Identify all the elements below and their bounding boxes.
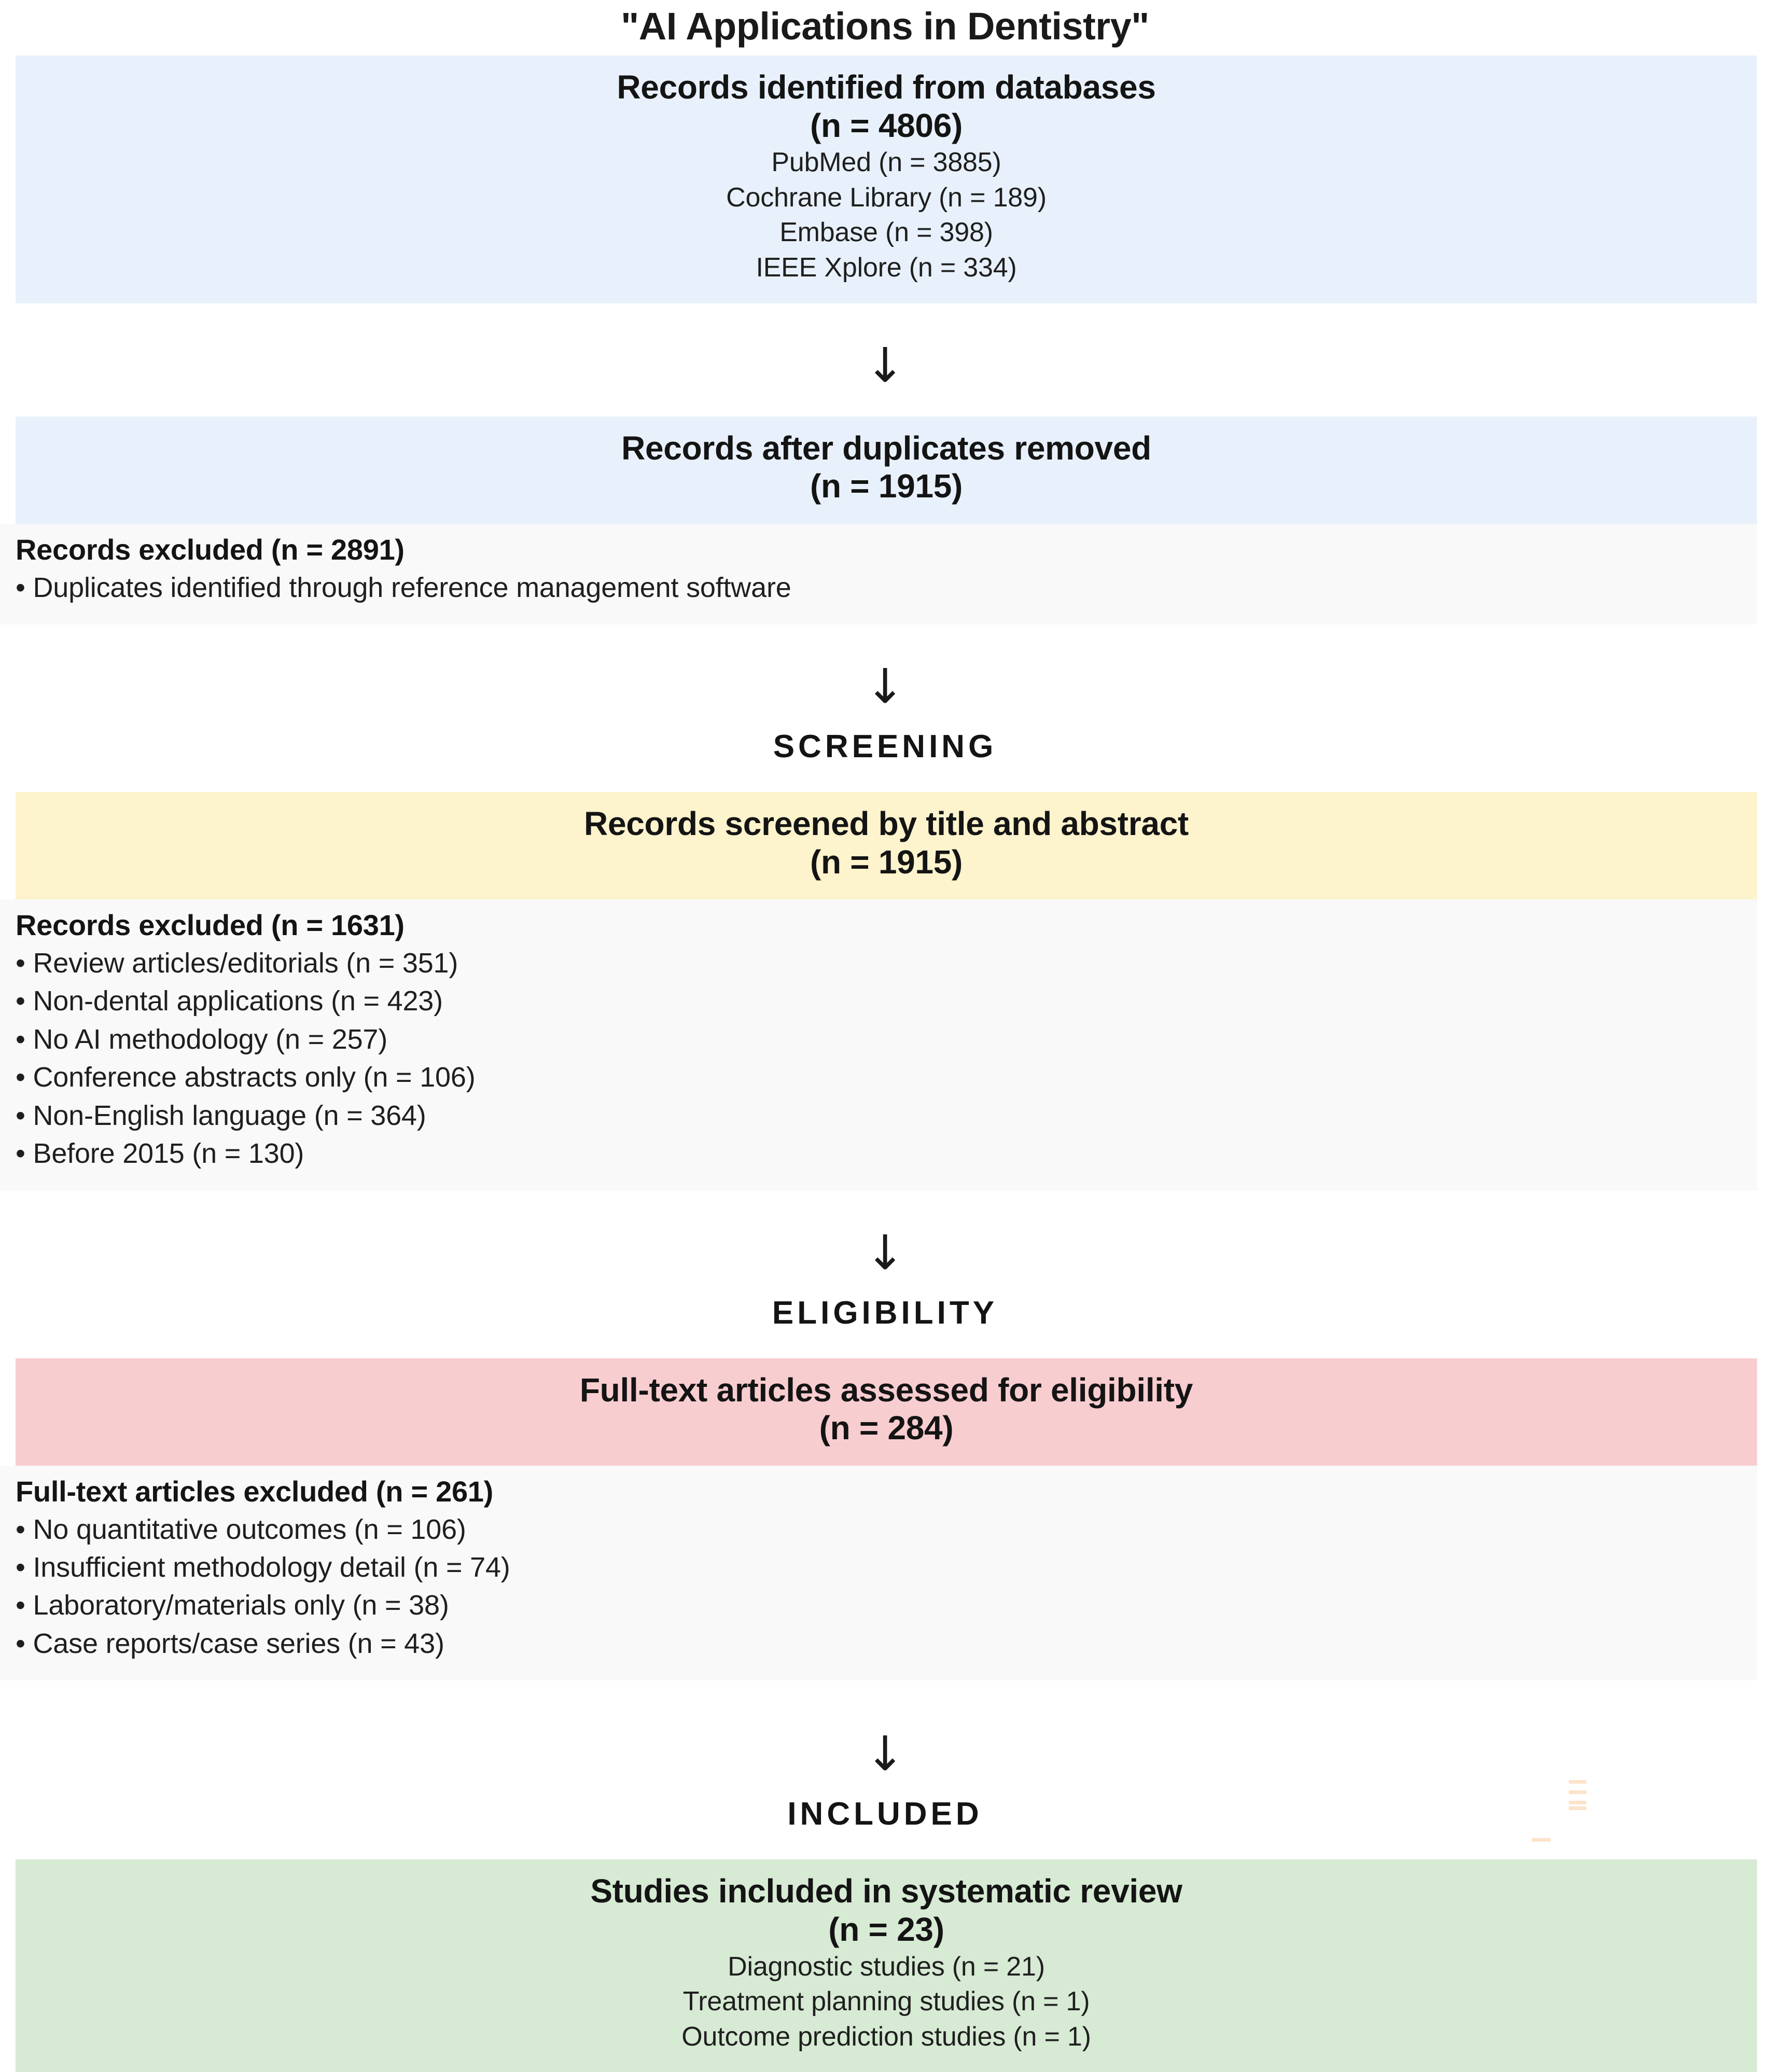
duplicates-excluded-title: Records excluded (n = 2891)	[16, 533, 405, 566]
included-count: (n = 23)	[828, 1911, 944, 1948]
screening-excluded-title: Records excluded (n = 1631)	[16, 909, 405, 942]
duplicates-removed-box: Records after duplicates removed (n = 19…	[16, 416, 1757, 524]
arrow-to-screening: ↓	[0, 658, 1770, 714]
screening-excluded-item: • Before 2015 (n = 130)	[16, 1138, 304, 1170]
source-ieee: IEEE Xplore (n = 334)	[756, 252, 1017, 283]
screening-excluded-item: • Non-dental applications (n = 423)	[16, 985, 443, 1017]
arrow-down-icon: ↓	[865, 1726, 905, 1782]
included-treatment-planning: Treatment planning studies (n = 1)	[682, 1986, 1090, 2017]
stage-label-included: INCLUDED	[787, 1796, 983, 1832]
included-heading: Studies included in systematic review	[590, 1872, 1182, 1910]
included-box: Studies included in systematic review (n…	[16, 1859, 1757, 2072]
arrow-down-icon: ↓	[865, 1225, 905, 1281]
eligibility-excluded-item: • No quantitative outcomes (n = 106)	[16, 1513, 466, 1545]
included-diagnostic: Diagnostic studies (n = 21)	[728, 1951, 1045, 1982]
screening-excluded-band: Records excluded (n = 1631) • Review art…	[0, 899, 1757, 1191]
eligibility-excluded-item: • Insufficient methodology detail (n = 7…	[16, 1552, 510, 1583]
arrow-down-icon: ↓	[865, 658, 905, 714]
arrow-down-icon: ↓	[865, 337, 905, 393]
arrow-to-included: ↓	[0, 1730, 1770, 1778]
duplicates-heading: Records after duplicates removed	[621, 429, 1151, 467]
duplicates-excluded-band: Records excluded (n = 2891) • Duplicates…	[0, 523, 1757, 624]
eligibility-excluded-title: Full-text articles excluded (n = 261)	[16, 1475, 493, 1508]
source-pubmed: PubMed (n = 3885)	[771, 147, 1001, 178]
stage-label-screening: SCREENING	[773, 728, 997, 764]
duplicates-excluded-item: • Duplicates identified through referenc…	[16, 572, 791, 603]
page-title: "AI Applications in Dentistry"	[621, 5, 1149, 48]
arrow-identification-to-duplicates: ↓	[0, 337, 1770, 393]
eligibility-heading: Full-text articles assessed for eligibil…	[579, 1371, 1193, 1409]
eligibility-excluded-item: • Case reports/case series (n = 43)	[16, 1628, 444, 1659]
screening-excluded-item: • Non-English language (n = 364)	[16, 1100, 426, 1131]
identification-heading: Records identified from databases	[617, 68, 1156, 106]
eligibility-excluded-item: • Laboratory/materials only (n = 38)	[16, 1590, 449, 1621]
screening-excluded-item: • No AI methodology (n = 257)	[16, 1023, 388, 1055]
identification-box: Records identified from databases (n = 4…	[16, 55, 1757, 303]
arrow-to-eligibility: ↓	[0, 1229, 1770, 1277]
eligibility-box: Full-text articles assessed for eligibil…	[16, 1358, 1757, 1466]
screening-count: (n = 1915)	[810, 843, 963, 881]
eligibility-excluded-band: Full-text articles excluded (n = 261) • …	[0, 1465, 1757, 1681]
duplicates-count: (n = 1915)	[810, 467, 963, 505]
screening-box: Records screened by title and abstract (…	[16, 791, 1757, 900]
screening-excluded-item: • Conference abstracts only (n = 106)	[16, 1062, 476, 1093]
stage-label-eligibility: ELIGIBILITY	[772, 1295, 998, 1331]
eligibility-count: (n = 284)	[819, 1409, 954, 1447]
source-embase: Embase (n = 398)	[779, 217, 993, 248]
screening-excluded-item: • Review articles/editorials (n = 351)	[16, 947, 458, 979]
included-outcome-prediction: Outcome prediction studies (n = 1)	[681, 2021, 1091, 2052]
source-cochrane: Cochrane Library (n = 189)	[726, 182, 1047, 213]
screening-heading: Records screened by title and abstract	[584, 804, 1189, 842]
identification-count: (n = 4806)	[810, 106, 963, 144]
